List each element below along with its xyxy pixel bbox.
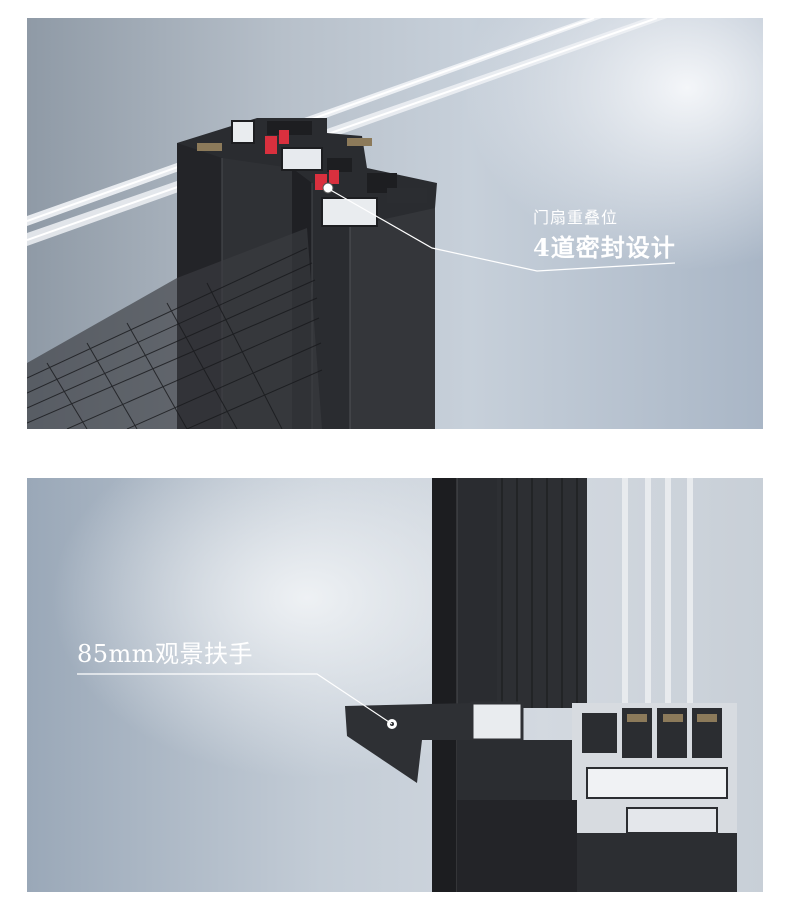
- handrail-illustration: [77, 478, 737, 892]
- frame-cross-section: [457, 703, 737, 892]
- overlap-seal-panel: 门扇重叠位 4道密封设计: [27, 18, 763, 429]
- screen-mesh-strip: [497, 478, 587, 708]
- caption-handrail: 85mm观景扶手: [77, 640, 254, 668]
- overlap-seal-illustration: [27, 18, 676, 429]
- caption-seal-design: 4道密封设计: [533, 233, 676, 262]
- insect-screen-mesh: [27, 228, 323, 429]
- seal-icon: [265, 136, 277, 154]
- profile-cross-section: [177, 118, 437, 227]
- handrail-panel: 85mm观景扶手: [27, 478, 763, 892]
- caption-overlap: 门扇重叠位: [533, 210, 619, 227]
- glass-panes-vertical: [622, 478, 693, 708]
- leader-line: [324, 185, 676, 272]
- leader-line-bottom: [77, 673, 393, 725]
